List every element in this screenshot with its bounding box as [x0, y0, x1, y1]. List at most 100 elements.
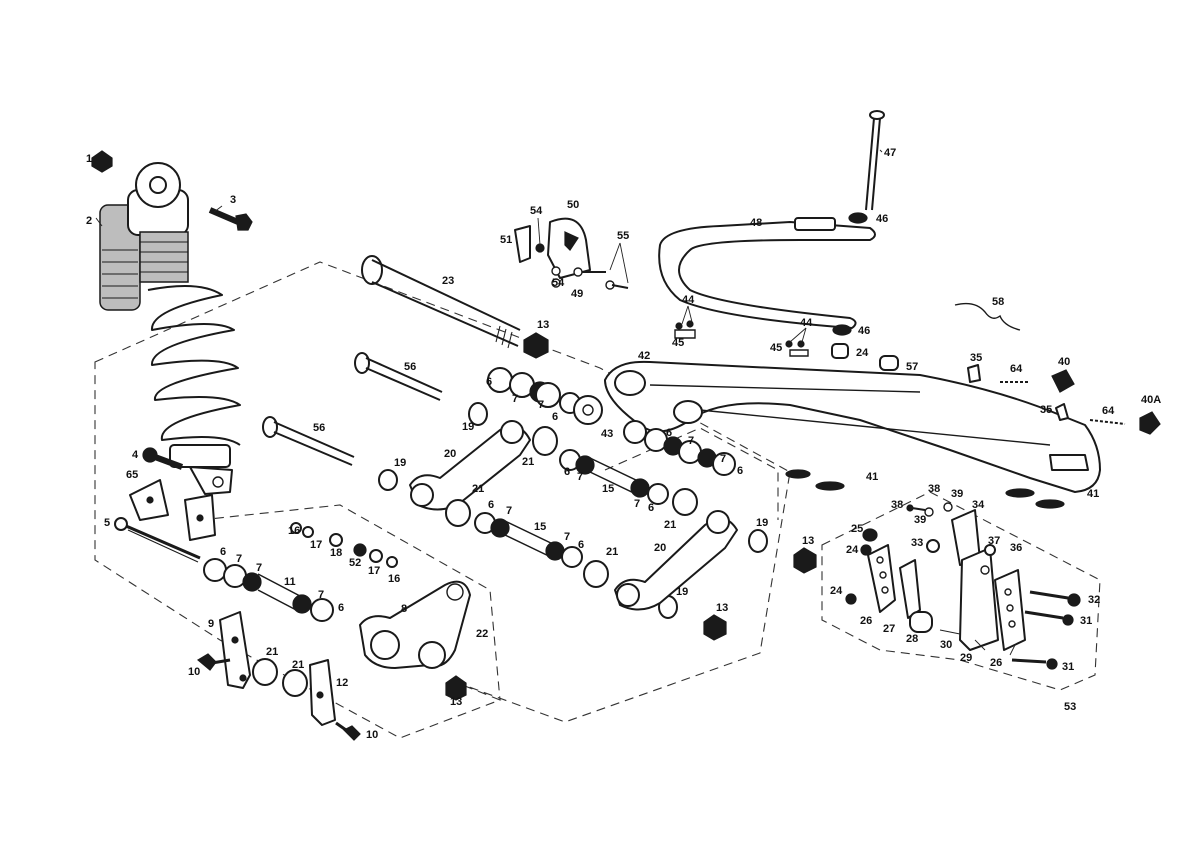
label-6: 6 [578, 539, 584, 551]
bolts-10 [196, 653, 361, 741]
link-plate-20-upper [409, 420, 531, 511]
brake-bracket-26-right [994, 569, 1026, 651]
axle-23 [361, 255, 521, 349]
bracket-29 [959, 547, 999, 651]
label-32: 32 [1088, 594, 1100, 606]
bolt-56-lower [262, 416, 355, 466]
washers-21 [252, 426, 698, 697]
chain-slider-48 [658, 217, 876, 329]
label-15: 15 [602, 483, 614, 495]
label-30: 30 [940, 639, 952, 651]
label-28: 28 [906, 633, 918, 645]
label-12: 12 [336, 677, 348, 689]
part-labels: 1 2 3 4 65 5 23 13 56 56 6 7 7 6 43 42 1… [86, 147, 1161, 741]
label-13: 13 [537, 319, 549, 331]
nut-13-b [703, 614, 727, 641]
label-8: 8 [401, 603, 407, 615]
nut-1 [91, 150, 113, 173]
label-57: 57 [906, 361, 918, 373]
label-41: 41 [1087, 488, 1099, 500]
label-23: 23 [442, 275, 454, 287]
label-21: 21 [472, 483, 484, 495]
label-6: 6 [486, 376, 492, 388]
label-49: 49 [571, 288, 583, 300]
plate-65 [129, 479, 216, 541]
label-15: 15 [534, 521, 546, 533]
label-9: 9 [208, 618, 214, 630]
label-27: 27 [883, 623, 895, 635]
link-plate-20-lower [614, 510, 738, 611]
label-19: 19 [394, 457, 406, 469]
label-7: 7 [512, 393, 518, 405]
label-21: 21 [606, 546, 618, 558]
bushing-28 [909, 611, 933, 633]
label-10: 10 [366, 729, 378, 741]
label-11: 11 [284, 576, 296, 588]
label-7: 7 [720, 453, 726, 465]
label-16: 16 [288, 525, 300, 537]
label-47: 47 [884, 147, 896, 159]
label-6: 6 [666, 427, 672, 439]
bolt-47 [865, 110, 885, 211]
label-56: 56 [404, 361, 416, 373]
brake-bracket-26-left [867, 544, 896, 613]
bushing-57 [879, 355, 899, 371]
label-7: 7 [256, 562, 262, 574]
bolt-56-upper [354, 352, 443, 401]
label-26: 26 [860, 615, 872, 627]
label-7: 7 [688, 435, 694, 447]
washer-37 [984, 544, 996, 556]
label-13: 13 [802, 535, 814, 547]
bolt-3 [208, 207, 253, 231]
label-26: 26 [990, 657, 1002, 669]
adjuster-right [1055, 403, 1161, 435]
label-46: 46 [858, 325, 870, 337]
label-39: 39 [914, 514, 926, 526]
screws-38-39 [906, 502, 953, 517]
bracket-12 [309, 659, 336, 726]
label-31: 31 [1062, 661, 1074, 673]
bearing-stack-15-lower [474, 512, 583, 568]
label-21: 21 [292, 659, 304, 671]
chain-guide-50 [514, 217, 629, 290]
label-19: 19 [756, 517, 768, 529]
rocker-arm-8 [359, 580, 471, 669]
bracket-9 [219, 611, 251, 689]
label-65: 65 [126, 469, 138, 481]
label-6: 6 [220, 546, 226, 558]
label-45: 45 [770, 342, 782, 354]
label-44: 44 [800, 317, 813, 329]
label-40A: 40A [1141, 394, 1161, 406]
label-36: 36 [1010, 542, 1022, 554]
label-7: 7 [634, 498, 640, 510]
label-6: 6 [737, 465, 743, 477]
label-18: 18 [330, 547, 342, 559]
nut-13-rocker [445, 675, 467, 701]
label-58: 58 [992, 296, 1004, 308]
label-31: 31 [1080, 615, 1092, 627]
label-3: 3 [230, 194, 236, 206]
label-38: 38 [891, 499, 903, 511]
bolts-31-32 [1011, 590, 1081, 670]
label-51: 51 [500, 234, 512, 246]
label-44: 44 [682, 294, 695, 306]
label-16: 16 [388, 573, 400, 585]
label-50: 50 [567, 199, 579, 211]
chain-pads-41 [785, 469, 1065, 509]
label-38: 38 [928, 483, 940, 495]
pivot-bearings [623, 420, 736, 476]
label-19: 19 [462, 421, 474, 433]
label-34: 34 [972, 499, 985, 511]
small-bushing-stack [290, 522, 398, 568]
label-35: 35 [1040, 404, 1052, 416]
label-10: 10 [188, 666, 200, 678]
label-55: 55 [617, 230, 629, 242]
label-42: 42 [638, 350, 650, 362]
nut-24a [860, 544, 872, 556]
label-40: 40 [1058, 356, 1070, 368]
label-29: 29 [960, 652, 972, 664]
label-35: 35 [970, 352, 982, 364]
label-13: 13 [716, 602, 728, 614]
adjuster-left [967, 364, 1075, 393]
